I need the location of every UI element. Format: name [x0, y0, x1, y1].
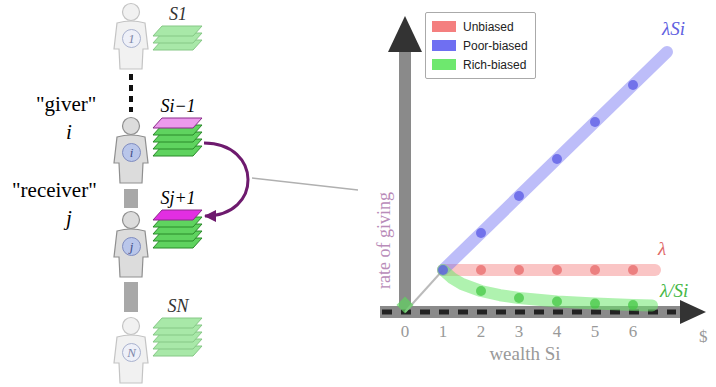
- person-number: i: [122, 143, 141, 162]
- y-axis: [399, 40, 411, 318]
- stack-label: Sj+1: [152, 188, 204, 208]
- curve-label: λ: [658, 238, 666, 260]
- legend-box: UnbiasedPoor-biasedRich-biased: [425, 12, 536, 79]
- tick-label: 5: [591, 322, 600, 342]
- gap-bar: [124, 282, 138, 312]
- tick-label: 3: [515, 322, 524, 342]
- money-stack: Si−1: [152, 96, 204, 157]
- role-label: "giver": [36, 92, 96, 116]
- money-sheet: [153, 118, 202, 128]
- person-body: [114, 335, 148, 383]
- stack-label: SN: [152, 296, 204, 316]
- tick-label: 4: [553, 322, 562, 342]
- tick-label: 2: [477, 322, 486, 342]
- stack-sheets: [152, 208, 204, 249]
- stack-sheets: [152, 24, 204, 51]
- curve-label: λSi: [662, 18, 685, 40]
- person-head: [123, 212, 140, 229]
- person-figure: i: [110, 116, 152, 184]
- x-arrowhead: [680, 300, 706, 324]
- person-figure: N: [110, 316, 152, 384]
- legend-swatch: [432, 59, 456, 70]
- person-number: j: [122, 237, 141, 256]
- stack-label: S1: [152, 4, 204, 24]
- gap-bar: [124, 189, 138, 208]
- person-head: [123, 118, 140, 135]
- leader-line: [252, 178, 358, 190]
- rich-biased-curve: [443, 270, 652, 306]
- legend-swatch: [432, 40, 456, 51]
- person-number: 1: [122, 29, 141, 48]
- axis-unit: $: [699, 327, 708, 347]
- tick-label: 0: [401, 322, 410, 342]
- money-stack: SN: [152, 296, 204, 357]
- origin-marker: [397, 297, 414, 314]
- legend-row: Rich-biased: [432, 55, 528, 74]
- legend-text: Poor-biased: [463, 39, 528, 53]
- axis-title: wealth Si: [489, 343, 560, 365]
- stack-sheets: [152, 316, 204, 357]
- person-figure: j: [110, 210, 152, 278]
- unbiased-dots: [476, 265, 638, 275]
- person-head: [123, 318, 140, 335]
- legend-swatch: [432, 21, 456, 32]
- money-sheet: [153, 210, 202, 220]
- rich-biased-dots: [476, 286, 638, 310]
- money-stack: Sj+1: [152, 188, 204, 249]
- index-label: j: [66, 206, 72, 230]
- role-label: "receiver": [12, 178, 97, 202]
- index-label: i: [66, 120, 72, 144]
- money-sheet: [153, 318, 202, 328]
- person-body: [114, 229, 148, 277]
- person-body: [114, 21, 148, 69]
- curve-label: λ/Si: [660, 280, 688, 302]
- legend-text: Rich-biased: [463, 58, 526, 72]
- y-arrowhead: [388, 16, 422, 52]
- axis-title: rate of giving: [373, 192, 394, 289]
- stack-label: Si−1: [152, 96, 204, 116]
- ellipsis-dashes: [129, 74, 133, 112]
- legend-row: Unbiased: [432, 17, 528, 36]
- person-head: [123, 4, 140, 21]
- money-stack: S1: [152, 4, 204, 51]
- tick-label: 1: [439, 322, 448, 342]
- person-number: N: [122, 343, 141, 362]
- poor-biased-curve: [443, 52, 667, 270]
- stack-sheets: [152, 116, 204, 157]
- unbiased-curve: [443, 264, 655, 276]
- transfer-arrow: [204, 143, 248, 216]
- person-body: [114, 135, 148, 183]
- money-sheet: [153, 26, 202, 36]
- legend-row: Poor-biased: [432, 36, 528, 55]
- tick-label: 6: [629, 322, 638, 342]
- person-figure: 1: [110, 2, 152, 70]
- poor-biased-dots: [438, 80, 638, 275]
- legend-text: Unbiased: [463, 20, 514, 34]
